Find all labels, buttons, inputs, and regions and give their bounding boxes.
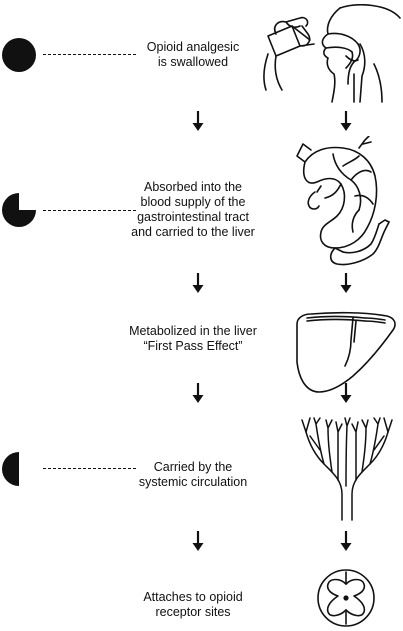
step-4-text: Carried by the systemic circulation xyxy=(138,460,248,489)
step-3-text: Metabolized in the liver “First Pass Eff… xyxy=(129,324,257,353)
down-arrow-icon xyxy=(340,531,352,551)
down-arrow-icon xyxy=(340,383,352,403)
full-dose-marker-icon xyxy=(2,38,36,72)
down-arrow-icon xyxy=(340,111,352,131)
step-5-text: Attaches to opioid receptor sites xyxy=(143,590,243,619)
down-arrow-icon xyxy=(192,531,204,551)
spinal-cord-cross-section-icon xyxy=(317,569,375,627)
down-arrow-icon xyxy=(192,111,204,131)
connector-line xyxy=(43,54,136,55)
step-1-text: Opioid analgesic is swallowed xyxy=(146,40,240,69)
down-arrow-icon xyxy=(340,273,352,293)
down-arrow-icon xyxy=(192,273,204,293)
liver-icon xyxy=(296,311,396,393)
connector-line xyxy=(43,468,136,469)
connector-line xyxy=(43,210,136,211)
step-2-text: Absorbed into the blood supply of the ga… xyxy=(131,180,255,239)
stomach-intestine-icon xyxy=(296,136,390,266)
down-arrow-icon xyxy=(192,383,204,403)
three-quarter-dose-marker-icon xyxy=(2,193,36,227)
half-dose-marker-icon xyxy=(2,452,19,486)
person-swallowing-icon xyxy=(263,4,401,103)
blood-vessel-tree-icon xyxy=(301,417,393,521)
